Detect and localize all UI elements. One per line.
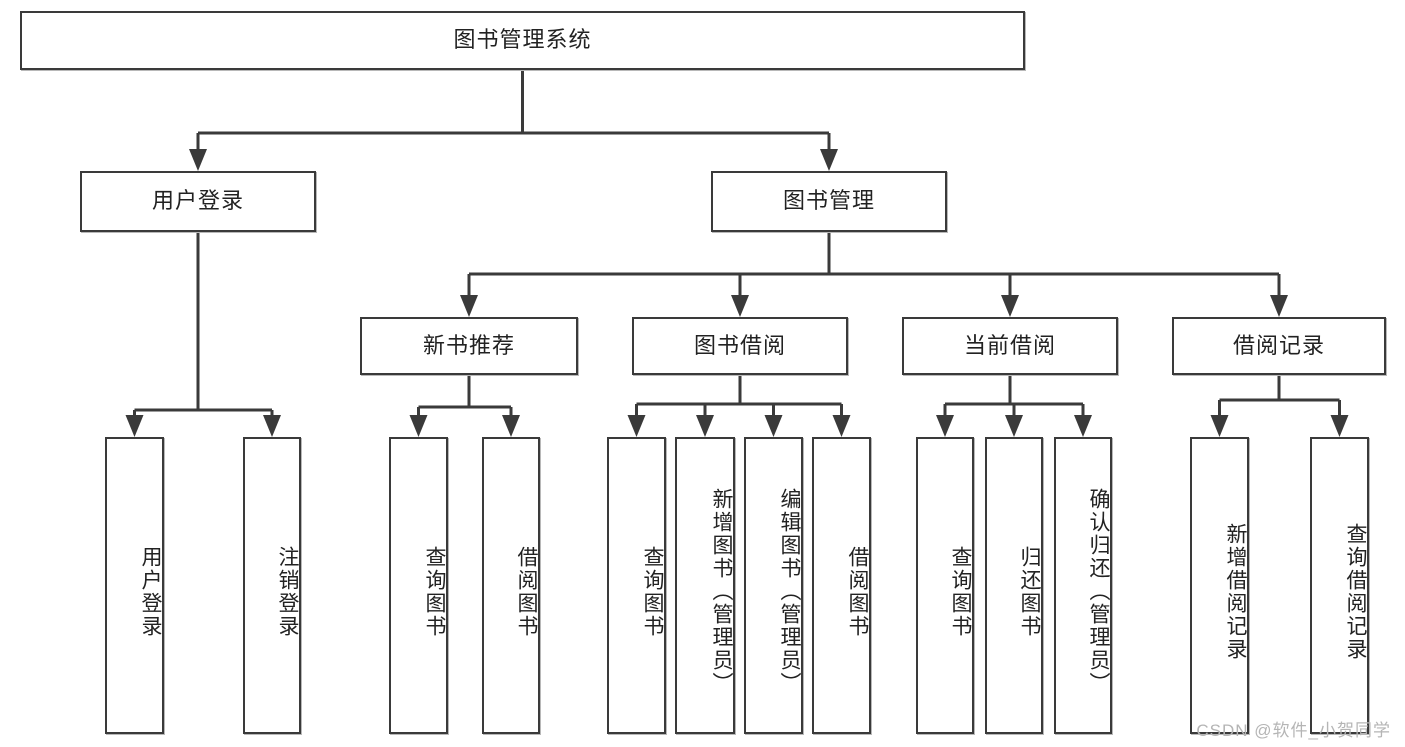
- node-new_book_rec: 新书推荐: [360, 317, 578, 375]
- node-current_borrow: 当前借阅: [902, 317, 1118, 375]
- node-label: 用户登录: [139, 545, 162, 638]
- node-root: 图书管理系统: [20, 11, 1025, 70]
- node-book_borrow: 图书借阅: [632, 317, 848, 375]
- node-label: 查询借阅记录: [1344, 522, 1367, 661]
- node-label: 借阅图书: [846, 545, 869, 638]
- node-label: 查询图书: [949, 545, 972, 638]
- node-label: 确认归还（管理员）: [1087, 488, 1110, 695]
- node-leaf_query_book_3: 查询图书: [916, 437, 974, 734]
- node-label: 借阅记录: [1232, 332, 1325, 358]
- node-leaf_query_record: 查询借阅记录: [1310, 437, 1369, 734]
- node-label: 编辑图书（管理员）: [778, 488, 801, 695]
- node-leaf_return_book: 归还图书: [985, 437, 1043, 734]
- node-label: 当前借阅: [963, 332, 1056, 358]
- node-book_manage: 图书管理: [711, 171, 947, 232]
- watermark: CSDN @软件_小贺同学: [1196, 721, 1391, 740]
- node-label: 借阅图书: [515, 545, 538, 638]
- node-leaf_query_book_1: 查询图书: [389, 437, 448, 734]
- node-leaf_borrow_book_1: 借阅图书: [482, 437, 540, 734]
- node-label: 图书管理系统: [453, 27, 592, 53]
- node-label: 注销登录: [276, 545, 299, 638]
- node-label: 用户登录: [151, 188, 244, 214]
- node-leaf_logout: 注销登录: [243, 437, 301, 734]
- node-label: 图书借阅: [693, 332, 786, 358]
- node-label: 新书推荐: [422, 332, 515, 358]
- node-leaf_user_login: 用户登录: [105, 437, 164, 734]
- node-leaf_edit_book: 编辑图书（管理员）: [744, 437, 803, 734]
- node-label: 归还图书: [1018, 545, 1041, 638]
- node-user_login: 用户登录: [80, 171, 316, 232]
- node-label: 新增借阅记录: [1224, 522, 1247, 661]
- node-leaf_confirm_ret: 确认归还（管理员）: [1054, 437, 1112, 734]
- node-label: 查询图书: [641, 545, 664, 638]
- node-leaf_add_book: 新增图书（管理员）: [675, 437, 735, 734]
- node-label: 新增图书（管理员）: [710, 488, 733, 695]
- node-label: 查询图书: [423, 545, 446, 638]
- node-label: 图书管理: [782, 188, 875, 214]
- node-leaf_borrow_book_2: 借阅图书: [812, 437, 871, 734]
- node-leaf_query_book_2: 查询图书: [607, 437, 666, 734]
- node-leaf_add_record: 新增借阅记录: [1190, 437, 1249, 734]
- node-borrow_record: 借阅记录: [1172, 317, 1386, 375]
